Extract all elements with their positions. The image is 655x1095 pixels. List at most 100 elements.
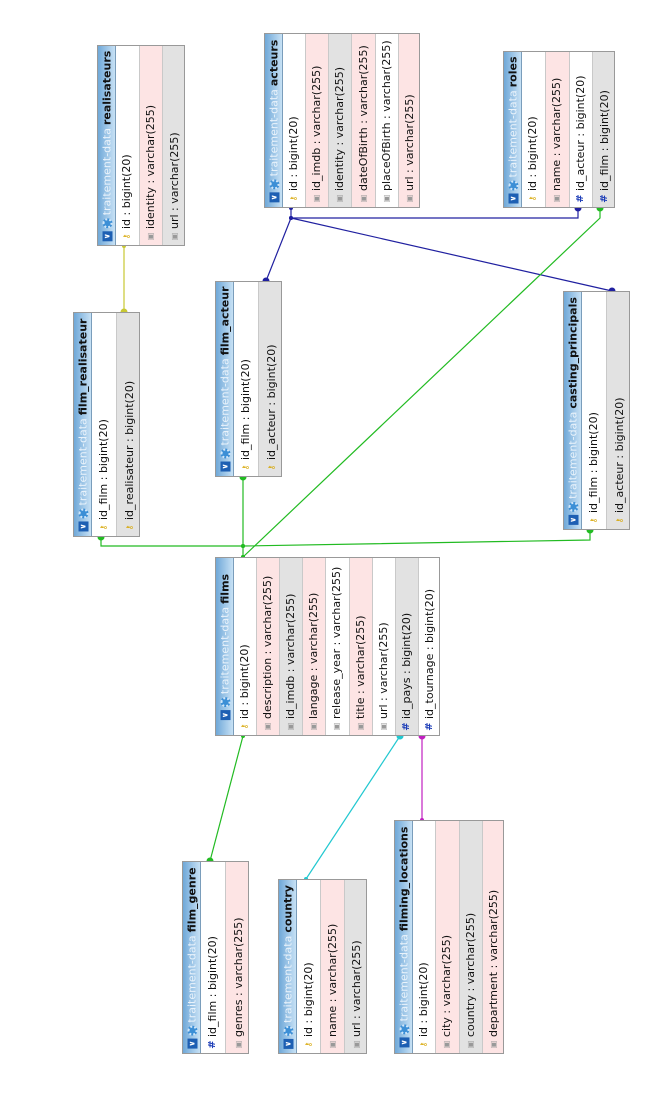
gear-icon[interactable]: [219, 448, 230, 459]
column-content: ▣identity : varchar(255): [144, 105, 157, 241]
column-row[interactable]: ▣url : varchar(255): [398, 34, 419, 207]
collapse-toggle-icon[interactable]: ∨: [268, 191, 279, 202]
column-row[interactable]: ▣id_imdb : varchar(255): [306, 34, 330, 207]
column-row[interactable]: ▣name : varchar(255): [545, 52, 570, 207]
field-icon: ▣: [355, 722, 365, 731]
column-row[interactable]: ▣ langage : varchar(255): [303, 558, 327, 735]
column-row[interactable]: ⚷id_realisateur : bigint(20): [117, 313, 139, 536]
column-row[interactable]: ▣name : varchar(255): [321, 880, 345, 1053]
column-label: department : varchar(255): [487, 889, 501, 1037]
column-row[interactable]: ▣city : varchar(255): [436, 821, 460, 1053]
schema-label: traitement-data: [566, 411, 579, 499]
column-row[interactable]: ▣identity : varchar(255): [139, 46, 164, 245]
collapse-toggle-icon[interactable]: ∨: [101, 230, 112, 241]
column-row[interactable]: ⚷id_film : bigint(20): [582, 292, 607, 529]
column-row[interactable]: ▣url : varchar(255): [345, 880, 366, 1053]
collapse-toggle-icon[interactable]: ∨: [398, 1037, 409, 1048]
gear-icon[interactable]: [398, 1024, 409, 1035]
column-label: id_tournage : bigint(20): [423, 589, 437, 719]
field-icon: ▣: [170, 232, 180, 241]
gear-icon[interactable]: [507, 180, 518, 190]
column-row[interactable]: ▣genres : varchar(255): [226, 862, 248, 1053]
column-row[interactable]: ⚷id_film : bigint(20): [234, 282, 259, 476]
column-label: name : varchar(255): [325, 923, 339, 1037]
field-icon: ▣: [309, 722, 319, 731]
column-row[interactable]: #id_pays : bigint(20): [395, 558, 419, 735]
column-row[interactable]: ▣url : varchar(255): [372, 558, 396, 735]
column-row[interactable]: ▣description : varchar(255): [257, 558, 281, 735]
field-icon: ▣: [286, 722, 296, 731]
column-label: id_film : bigint(20): [97, 419, 110, 520]
column-row[interactable]: ▣dateOfBirth : varchar(255): [352, 34, 376, 207]
column-row[interactable]: ▣id_imdb : varchar(255): [280, 558, 304, 735]
gear-icon[interactable]: [567, 501, 578, 512]
field-icon: ▣: [378, 722, 388, 731]
collapse-toggle-icon[interactable]: ∨: [77, 520, 88, 531]
column-row[interactable]: ▣country : varchar(255): [459, 821, 483, 1053]
gear-icon[interactable]: [101, 217, 112, 228]
gear-icon[interactable]: [219, 696, 230, 707]
column-row[interactable]: ▣identity : varchar(255): [329, 34, 353, 207]
column-row[interactable]: #id_film : bigint(20): [593, 52, 614, 207]
column-row[interactable]: ⚷id_film : bigint(20): [92, 313, 117, 536]
collapse-toggle-icon[interactable]: ∨: [282, 1038, 293, 1049]
gear-icon[interactable]: [282, 1025, 293, 1036]
gear-icon[interactable]: [268, 178, 279, 189]
relation-line-films-film-realisateur: [100, 537, 243, 547]
column-row[interactable]: ⚷id : bigint(20): [116, 46, 140, 245]
column-content: ⚷id : bigint(20): [302, 962, 315, 1049]
column-row[interactable]: ⚷id : bigint(20): [522, 52, 546, 207]
gear-icon[interactable]: [186, 1025, 197, 1036]
column-row[interactable]: ⚷id : bigint(20): [234, 558, 258, 735]
field-icon: ▣: [489, 1040, 499, 1049]
column-row[interactable]: #id_film : bigint(20): [201, 862, 226, 1053]
schema-label: traitement-data: [281, 935, 294, 1023]
collapse-toggle-icon[interactable]: ∨: [219, 461, 230, 472]
collapse-toggle-icon[interactable]: ∨: [567, 514, 578, 525]
column-row[interactable]: ⚷id_acteur : bigint(20): [607, 292, 629, 529]
field-icon: ▣: [358, 194, 368, 203]
column-label: langage : varchar(255): [307, 592, 321, 719]
column-row[interactable]: ⚷id : bigint(20): [283, 34, 307, 207]
column-row[interactable]: ▣release_year : varchar(255): [326, 558, 350, 735]
column-label: title : varchar(255): [353, 615, 367, 719]
column-row[interactable]: ⚷id : bigint(20): [297, 880, 321, 1053]
column-row[interactable]: #id_tournage : bigint(20): [418, 558, 439, 735]
column-row[interactable]: ▣url : varchar(255): [163, 46, 184, 245]
collapse-toggle-icon[interactable]: ∨: [507, 193, 518, 203]
collapse-toggle-icon[interactable]: ∨: [219, 709, 230, 720]
column-row[interactable]: ▣placeOfBirth : varchar(255): [375, 34, 399, 207]
column-content: ▣url : varchar(255): [403, 94, 416, 203]
relation-line-acteurs-roles: [291, 208, 579, 219]
column-row[interactable]: ⚷id : bigint(20): [413, 821, 437, 1053]
column-row[interactable]: ▣ department : varchar(255): [482, 821, 503, 1053]
column-row[interactable]: ⚷id_acteur : bigint(20): [259, 282, 281, 476]
column-row[interactable]: ▣ title : varchar(255): [349, 558, 373, 735]
collapse-toggle-icon[interactable]: ∨: [186, 1038, 197, 1049]
gear-icon[interactable]: [77, 507, 88, 518]
column-content: ▣placeOfBirth : varchar(255): [380, 40, 393, 203]
key-icon: ⚷: [589, 517, 598, 524]
column-row[interactable]: #id_acteur : bigint(20): [569, 52, 594, 207]
